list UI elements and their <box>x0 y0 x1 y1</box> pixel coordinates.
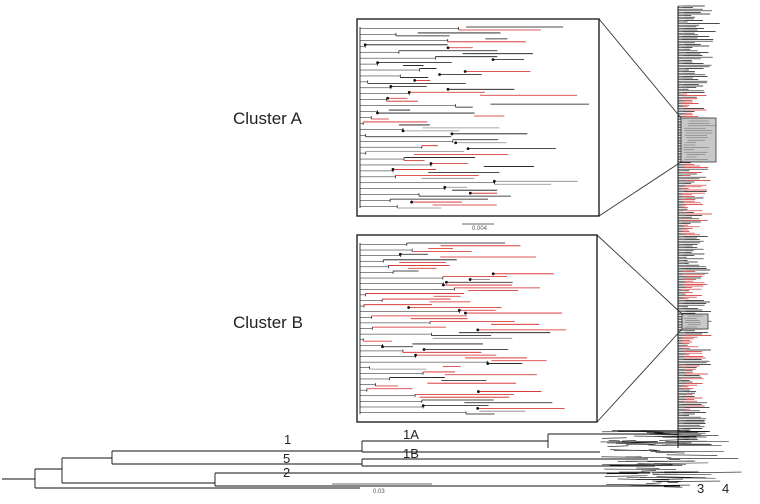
clade-label-3: 3 <box>697 481 704 496</box>
bootstrap-node-dot <box>464 312 467 315</box>
cluster-b-inset-box <box>357 235 597 422</box>
bootstrap-node-dot <box>492 58 495 61</box>
root-branch <box>2 469 360 488</box>
clade-1a-branch <box>362 441 600 452</box>
cluster-a-label: Cluster A <box>233 109 302 129</box>
clade-label-1b: 1B <box>403 446 419 461</box>
bottom-tip <box>659 440 689 441</box>
bottom-tip <box>609 440 620 441</box>
clade-label-4: 4 <box>722 481 729 496</box>
bottom-tip <box>667 455 718 456</box>
clade-label-1: 1 <box>284 432 291 447</box>
bottom-tip <box>616 443 656 444</box>
cluster-a-inset-box <box>357 19 599 216</box>
bootstrap-node-dot <box>447 46 450 49</box>
zoom-connectors <box>597 19 682 422</box>
clade-label-5: 5 <box>283 451 290 466</box>
connector-a-top <box>599 19 681 118</box>
clade-5-branch <box>62 458 215 483</box>
bootstrap-node-dot <box>476 329 479 332</box>
bottom-tip <box>656 452 685 453</box>
clade-label-2: 2 <box>283 465 290 480</box>
inset-a-scale-label: 0.004 <box>472 226 487 232</box>
bootstrap-node-dot <box>467 147 470 150</box>
bottom-tip <box>654 436 718 437</box>
bottom-tip <box>606 484 660 485</box>
bootstrap-node-dot <box>447 88 450 91</box>
bootstrap-node-dot <box>477 390 480 393</box>
bottom-tip <box>622 440 636 441</box>
bottom-tip <box>601 457 671 458</box>
connector-b-top <box>597 235 682 314</box>
bootstrap-node-dot <box>492 272 495 275</box>
bootstrap-node-dot <box>451 132 454 135</box>
bootstrap-node-dot <box>438 73 441 76</box>
main-scale-label: 0.03 <box>373 489 385 495</box>
bootstrap-node-dot <box>464 70 467 73</box>
connector-b-bottom <box>597 329 682 422</box>
connector-a-bottom <box>599 162 681 216</box>
cluster-b-label: Cluster B <box>233 313 303 333</box>
bottom-tip <box>602 431 678 432</box>
bottom-tip <box>608 446 629 447</box>
vertical-clade <box>678 6 720 448</box>
bootstrap-node-dot <box>410 201 413 204</box>
bootstrap-node-dot <box>407 306 410 309</box>
bootstrap-node-dot <box>469 192 472 195</box>
main-tree <box>2 434 680 488</box>
bottom-tip <box>637 479 683 480</box>
bootstrap-node-dot <box>423 348 426 351</box>
bottom-tip <box>654 463 708 464</box>
bootstrap-node-dot <box>476 407 479 410</box>
clade-1-branch <box>112 451 362 464</box>
bottom-tip <box>646 483 661 484</box>
bootstrap-node-dot <box>413 79 416 82</box>
bottom-tip <box>605 476 648 477</box>
bootstrap-node-dot <box>454 141 457 144</box>
bootstrap-node-dot <box>445 281 448 284</box>
bootstrap-node-dot <box>469 278 472 281</box>
clade-label-1a: 1A <box>403 427 419 442</box>
